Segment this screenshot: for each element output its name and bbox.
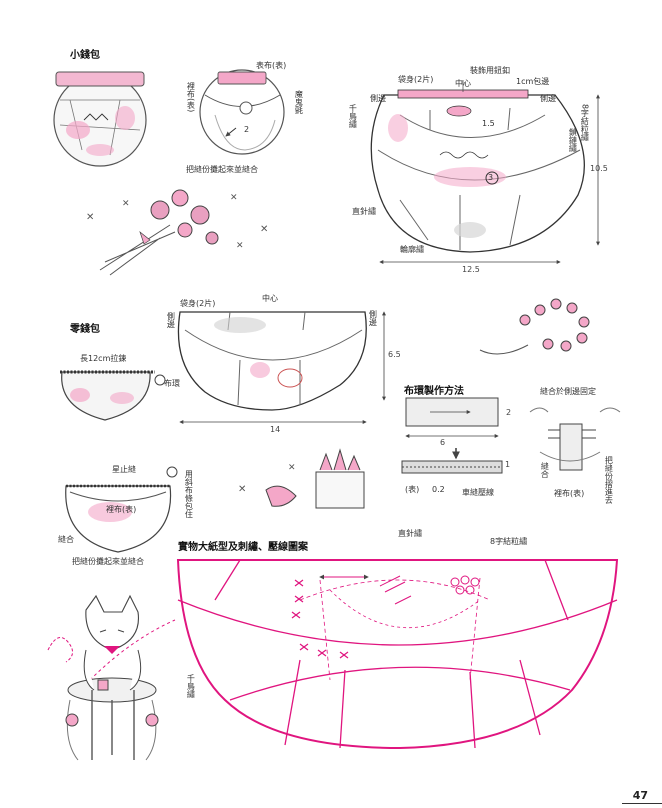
coin-purse-pattern [370,80,600,264]
label-1-5: 1.5 [482,119,495,128]
label-knot-stitch-2: 8字結粒繡 [490,537,528,546]
label-zipper: 長12cm拉鍊 [80,354,127,363]
label-outer-face: (表) [405,485,420,494]
coin-purse-open-diagram [199,69,285,155]
label-ring: 布環 [164,379,180,388]
label-machine-stitch: 車縫壓線 [462,488,494,497]
svg-text:✕: ✕ [230,193,238,203]
ring-method-title: 布環製作方法 [404,386,464,397]
dim-width-12-5: 12.5 [462,265,480,274]
label-bag-body-2: 袋身(2片) [180,299,216,308]
svg-text:✕: ✕ [288,463,296,473]
label-side-right-1: 側邊 [540,94,556,103]
zip-pouch-open-diagram [65,466,178,553]
zip-pouch-title: 零錢包 [70,324,100,335]
label-feather-stitch-1: 千鳥繡 [348,104,358,128]
coin-purse-title: 小錢包 [70,50,100,61]
label-lining-3: 裡布(表) [554,489,585,498]
label-bag-body-1: 袋身(2片) [398,75,434,84]
dim-height-6-5: 6.5 [388,350,401,359]
label-fold-in: 把縫份摺進去 [604,456,614,504]
dim-6: 6 [440,438,446,447]
dim-0-2: 0.2 [432,485,445,494]
label-sew-note-1: 把縫份攤起來並縫合 [186,165,258,174]
label-stop-stitch: 星止縫 [112,465,136,474]
label-feather-stitch-2: 千鳥繡 [186,674,196,698]
label-decor-button: 裝飾用鈕釦 [470,66,510,75]
label-center-2: 中心 [262,294,278,303]
label-lining-outer: 裡布(表) [186,82,196,113]
label-outer-fabric: 表布(表) [256,61,287,70]
label-lining-2: 裡布(表) [106,505,137,514]
dim-width-14: 14 [270,425,281,434]
full-pattern-title: 實物大紙型及刺繡、壓線圖案 [178,542,308,553]
dim-2: 2 [506,408,512,417]
bead-bracelet-illustration [479,298,590,355]
label-velcro: 魔鬼氈 [294,90,304,114]
label-fix-side: 縫合於側邊固定 [540,387,596,396]
label-knot-stitch-1: 8字結粒繡 [580,104,590,142]
svg-text:✕: ✕ [86,212,94,223]
label-bias-wrap: 用斜布條包住 [184,470,194,518]
label-seam-1: 縫合 [58,535,74,544]
full-size-pattern [89,559,619,750]
svg-text:✕: ✕ [238,484,246,495]
label-wrap-1cm: 1cm包邊 [516,77,550,86]
label-straight-stitch-1: 直針繡 [352,207,376,216]
ring-method-diagram [401,397,621,474]
label-side-left-2: 側邊 [166,312,176,328]
label-step-2: 2 [244,125,250,134]
dim-1: 1 [505,460,511,469]
zip-pouch-illustration [60,370,166,421]
svg-text:✕: ✕ [236,241,244,251]
page-number-rule [622,803,662,804]
label-side-right-2: 側邊 [368,310,378,326]
zip-pouch-pattern [177,311,386,424]
cat-illustration [47,594,159,761]
label-straight-stitch-2: 直針繡 [398,529,422,538]
coin-purse-illustration [53,71,147,167]
label-seam-2: 縫合 [540,462,550,478]
dim-height-10-5: 10.5 [590,164,608,173]
page-number: 47 [632,789,648,802]
label-center-1: 中心 [455,79,471,88]
svg-text:✕: ✕ [122,199,130,209]
label-side-left-1: 側邊 [370,94,386,103]
label-sew-note-2: 把縫份攤起來並縫合 [72,557,144,566]
svg-text:✕: ✕ [260,224,268,235]
sewing-supplies-illustration: ✕ ✕ [238,448,365,509]
label-chain-stitch: 鎖鏈繡 [568,128,578,152]
bouquet-illustration: ✕ ✕ ✕ ✕ ✕ [86,189,268,276]
label-outline-stitch: 輪廓繡 [400,245,424,254]
label-num-3: 3 [488,173,494,182]
